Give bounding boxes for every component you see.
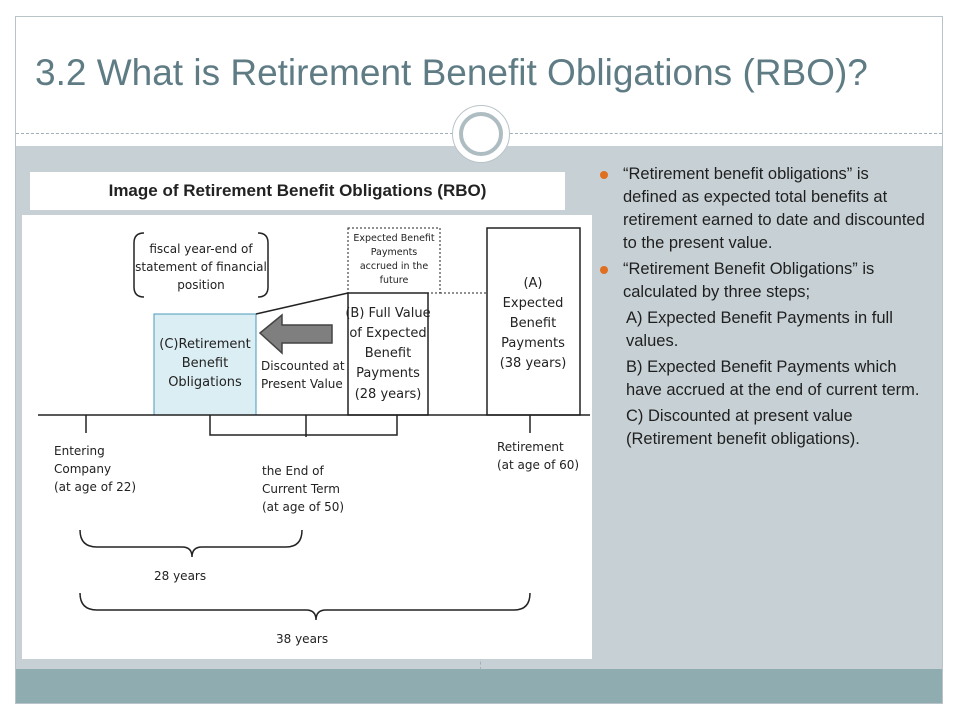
rbo-diagram: fiscal year-end of statement of financia… xyxy=(22,215,592,659)
accrued-future-line-2: Payments xyxy=(371,247,418,258)
list-item-step-a: A) Expected Benefit Payments in full val… xyxy=(626,309,893,350)
fiscal-note-line-1: fiscal year-end of xyxy=(149,242,253,256)
box-a-line-5: (38 years) xyxy=(500,356,567,371)
brace-38-years xyxy=(79,592,531,621)
accrued-future-line-1: Expected Benefit xyxy=(353,233,435,244)
explanation-list: “Retirement benefit obligations” is defi… xyxy=(597,163,927,454)
box-a-line-4: Payments xyxy=(501,336,565,351)
term-bracket xyxy=(209,415,398,436)
retirement-line-2: (at age of 60) xyxy=(497,458,579,472)
box-c-line-1: (C)Retirement xyxy=(159,337,250,352)
discounted-line-2: Present Value xyxy=(261,377,343,391)
brace-28-years xyxy=(79,529,303,558)
diagram-caption: Image of Retirement Benefit Obligations … xyxy=(30,172,565,210)
box-c-line-3: Obligations xyxy=(168,375,242,390)
entering-line-3: (at age of 22) xyxy=(54,480,136,494)
box-b-line-1: (B) Full Value xyxy=(345,306,430,321)
entering-line-1: Entering xyxy=(54,444,105,458)
rbo-diagram-svg: fiscal year-end of statement of financia… xyxy=(38,227,590,646)
box-a-line-2: Expected xyxy=(503,296,564,311)
slide-title: 3.2 What is Retirement Benefit Obligatio… xyxy=(35,52,868,93)
box-b-line-3: Benefit xyxy=(365,346,411,361)
span-28-years: 28 years xyxy=(154,569,206,583)
fiscal-note-line-2: statement of financial xyxy=(135,260,267,274)
end-term-line-1: the End of xyxy=(262,464,324,478)
fiscal-note-bracket xyxy=(133,232,145,298)
box-b-full-value xyxy=(347,292,429,416)
discounted-line-1: Discounted at xyxy=(261,359,345,373)
box-a-line-1: (A) xyxy=(523,276,542,291)
span-38-years: 38 years xyxy=(276,632,328,646)
entering-line-2: Company xyxy=(54,462,111,476)
accrued-future-line-4: future xyxy=(380,275,409,286)
box-c-line-2: Benefit xyxy=(182,356,228,371)
list-item-definition: “Retirement benefit obligations” is defi… xyxy=(597,163,927,255)
list-item-step-c: C) Discounted at present value (Retireme… xyxy=(626,407,860,448)
box-b-line-5: (28 years) xyxy=(355,387,422,402)
list-item-step-b: B) Expected Benefit Payments which have … xyxy=(626,358,920,399)
slide-frame xyxy=(15,16,943,704)
end-term-line-2: Current Term xyxy=(262,482,340,496)
list-item-calculation: “Retirement Benefit Obligations” is calc… xyxy=(597,258,927,304)
circle-ornament xyxy=(452,105,510,163)
fiscal-note-bracket-right xyxy=(257,232,269,298)
connector-top xyxy=(255,292,349,315)
end-term-line-3: (at age of 50) xyxy=(262,500,344,514)
box-b-line-2: of Expected xyxy=(349,326,426,341)
box-b-line-4: Payments xyxy=(356,366,420,381)
accrued-future-box xyxy=(347,227,441,294)
accrued-future-line-3: accrued in the xyxy=(360,261,429,272)
retirement-line-1: Retirement xyxy=(497,440,564,454)
circle-ornament-ring xyxy=(459,112,503,156)
box-a-expected-benefit-payments xyxy=(486,227,581,416)
fiscal-note-line-3: position xyxy=(177,278,225,292)
footer-band xyxy=(16,669,942,703)
discount-arrow xyxy=(258,313,333,355)
box-a-line-3: Benefit xyxy=(510,316,556,331)
